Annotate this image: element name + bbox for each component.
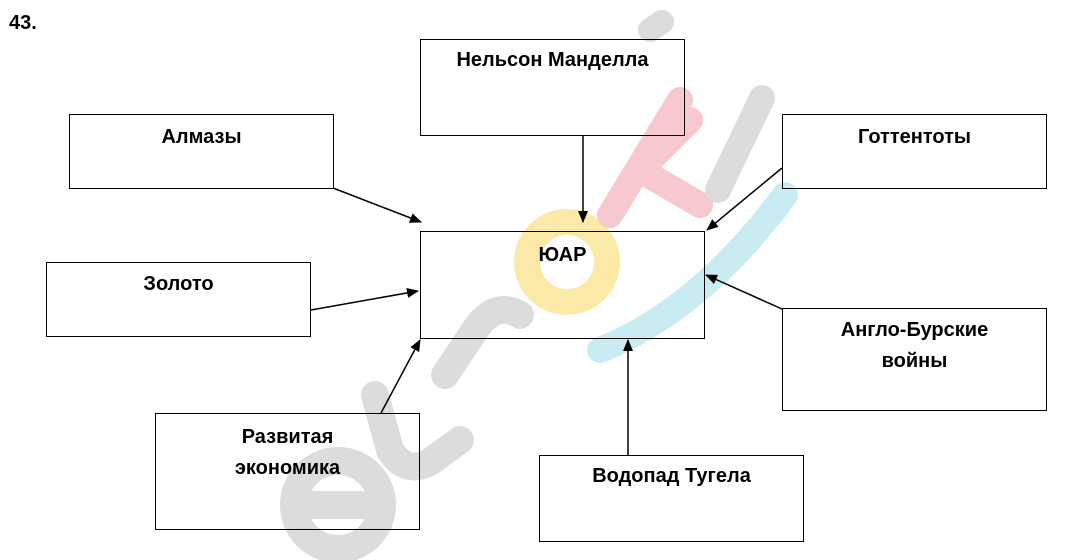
arrow-hottentots-to-center [706,167,783,231]
node-mandela-label: Нельсон Манделла [456,49,649,71]
node-gold: Золото [46,262,311,337]
center-node-box: ЮАР [420,231,705,339]
watermark-letter-r [431,296,534,389]
watermark-letter-i-dot [638,10,674,42]
watermark-letter-o [514,209,620,315]
node-hottentots: Готтентоты [782,114,1047,189]
node-economy-label: Развитая экономика [234,426,341,479]
node-hottentots-label: Готтентоты [858,126,971,148]
arrow-economy-to-center [380,339,421,414]
node-diamonds-label: Алмазы [161,126,242,148]
problem-number: 43. [9,12,37,34]
node-mandela: Нельсон Манделла [420,39,685,136]
node-boer-wars-label: Англо-Бурские войны [840,319,989,372]
arrow-boer-wars-to-center [705,274,783,310]
center-node-label: ЮАР [538,244,587,266]
node-diamonds: Алмазы [69,114,334,189]
arrow-diamonds-to-center [332,187,422,223]
watermark-letter-i [705,85,775,203]
watermark-letter-k [597,87,713,228]
node-boer-wars: Англо-Бурские войны [782,308,1047,411]
watermark-letter-e [280,447,396,560]
arrow-gold-to-center [310,288,419,311]
node-tugela: Водопад Тугела [539,455,804,542]
node-tugela-label: Водопад Тугела [592,465,751,487]
watermark-letter-u [361,381,474,481]
node-economy: Развитая экономика [155,413,420,530]
node-gold-label: Золото [143,273,214,295]
